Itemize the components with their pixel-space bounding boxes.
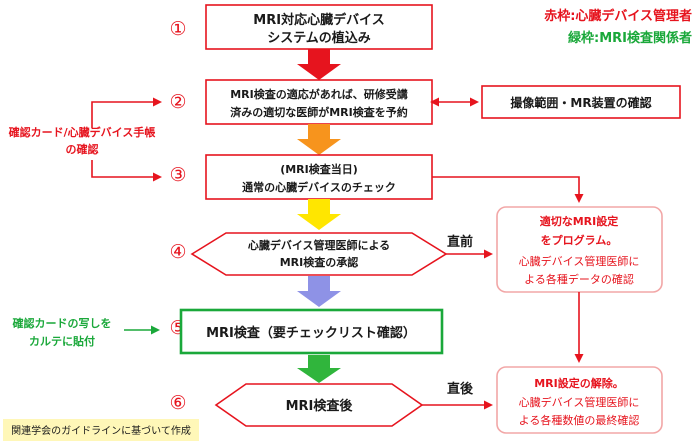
release-line-3: よる各種数値の最終確認 [519,413,640,427]
step-2-line-1: MRI検査の適応があれば、研修受講 [230,87,408,101]
step-number-6: ⑥ [169,392,186,414]
footnote-box [3,419,199,441]
program-line-2: をプログラム。 [541,233,618,247]
step-3-line-2: 通常の心臓デバイスのチェック [242,180,396,194]
step-1-line-1: MRI対応心臓デバイス [253,12,384,28]
step-4-line-1: 心臓デバイス管理医師による [248,238,390,252]
imaging-check-box [481,85,681,119]
release-line-2: 心臓デバイス管理医師に [519,395,640,409]
footnote-text: 関連学会のガイドラインに基づいて作成 [11,424,191,437]
step-6-line-1: MRI検査後 [286,398,354,414]
program-line-1: 適切なMRI設定 [540,214,619,228]
imaging-check-text: 撮像範囲・MR装置の確認 [510,95,651,110]
card-check-arrow-to-step-3 [91,160,162,182]
card-check-line-1: 確認カード/心臓デバイス手帳 [9,125,156,139]
step-1-box [205,4,433,50]
flow-arrow-5 [297,355,341,383]
step-number-4: ④ [169,241,186,263]
after-label: 直後 [447,381,474,397]
flow-arrow-3 [297,199,341,230]
step-3-line-1: (MRI検査当日) [280,162,358,176]
card-copy-line-2: カルテに貼付 [29,334,95,348]
step-2-line-2: 済みの適切な医師がMRI検査を予約 [230,105,408,119]
card-copy-line-1: 確認カードの写しを [13,316,112,330]
step-1-line-2: システムの植込み [267,30,371,46]
step-number-3: ③ [169,164,186,186]
release-line-1: MRI設定の解除。 [534,376,624,390]
legend-green: 緑枠:MRI検査関係者 [568,30,692,46]
program-line-3: 心臓デバイス管理医師に [519,254,640,268]
step-number-2: ② [169,91,186,113]
card-check-line-2: の確認 [66,142,99,156]
release-box [496,366,663,434]
before-label: 直前 [447,234,473,250]
step-number-1: ① [169,18,186,40]
legend-red: 赤枠:心臓デバイス管理者 [544,8,692,24]
flow-arrow-4 [297,276,341,307]
step-4-line-2: MRI検査の承認 [280,255,359,269]
flow-arrow-1 [297,49,341,80]
step-5-line-1: MRI検査（要チェックリスト確認） [206,325,416,341]
card-check-arrow-to-step-2 [91,97,162,128]
step-5-box [179,308,444,355]
step-3-to-program-arrow [432,176,584,203]
program-line-4: よる各種データの確認 [524,272,634,286]
flow-arrow-2 [297,124,341,155]
